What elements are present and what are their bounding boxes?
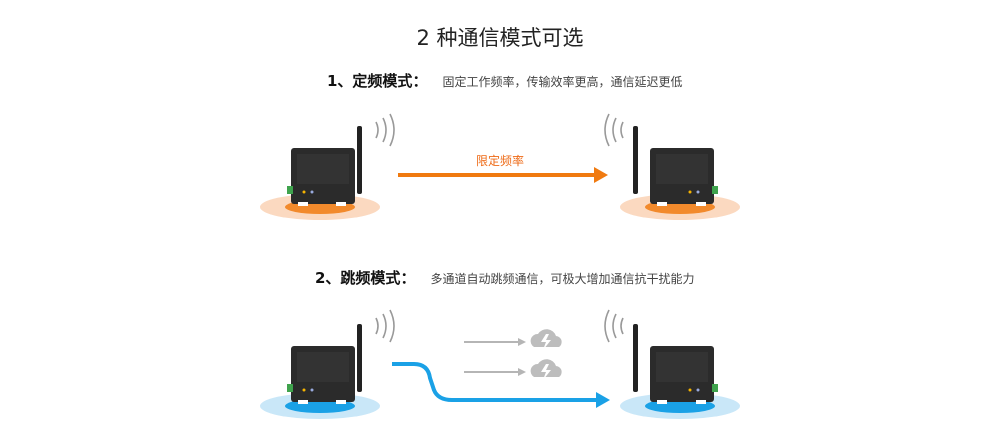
mode-1-line: 1、定频模式： 固定工作频率，传输效率更高，通信延迟更低 xyxy=(327,70,683,91)
frequency-hopping-arrow-icon xyxy=(392,362,610,408)
left-transmitter-device xyxy=(260,309,395,419)
right-receiver-device xyxy=(604,309,740,419)
left-transmitter-device xyxy=(260,113,395,220)
fixed-frequency-arrow-icon xyxy=(398,167,608,183)
antenna-icon xyxy=(633,324,638,392)
signal-waves-icon xyxy=(375,113,395,147)
signal-waves-icon xyxy=(604,113,624,147)
mode-2-description: 多通道自动跳频通信，可极大增加通信抗干扰能力 xyxy=(430,272,695,286)
mode-2-heading: 2、跳频模式： xyxy=(315,269,416,287)
mode-1-scene: 限定频率 xyxy=(0,110,1000,240)
mode-1-description: 固定工作频率，传输效率更高，通信延迟更低 xyxy=(442,75,683,89)
mode-2-line: 2、跳频模式： 多通道自动跳频通信，可极大增加通信抗干扰能力 xyxy=(315,267,695,288)
signal-waves-icon xyxy=(604,309,624,343)
arrow-label: 限定频率 xyxy=(476,154,525,168)
mode-1-heading: 1、定频模式： xyxy=(327,72,428,90)
cloud-lightning-icon xyxy=(530,359,562,380)
antenna-icon xyxy=(357,324,362,392)
right-receiver-device xyxy=(604,113,740,220)
cloud-lightning-icon xyxy=(530,329,562,350)
signal-waves-icon xyxy=(375,309,395,343)
mode-2-scene xyxy=(0,306,1000,436)
antenna-icon xyxy=(633,126,638,194)
blocked-channel-arrow-icon xyxy=(464,338,526,376)
page-title: 2 种通信模式可选 xyxy=(416,26,584,50)
antenna-icon xyxy=(357,126,362,194)
